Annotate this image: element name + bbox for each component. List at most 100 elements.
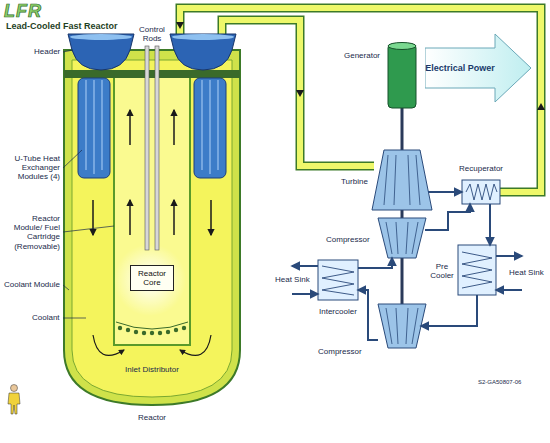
distributor-hole [158,331,162,335]
recuperator-coil [466,184,497,200]
compressor-blades [386,308,418,344]
leader-line [63,318,86,319]
flow-arrow [176,22,184,29]
compressor [378,218,426,258]
heat-sink-line [496,255,522,257]
intercooler [318,260,358,300]
compressor [378,304,426,348]
part-label: Heat Sink [275,275,310,284]
u-tube-module [194,78,226,178]
flow-arrow [129,110,131,145]
heat-sink-lines [292,256,522,294]
gas-line [489,204,491,245]
flow-arrow [93,335,124,355]
logo-text: LFR [4,2,42,20]
diagram-title: Lead-Cooled Fast Reactor [6,22,118,32]
heat-sink-line [496,289,522,291]
top-plate [64,70,240,78]
part-label: Header [34,47,60,56]
pipe-outline [222,20,374,166]
flow-arrow [180,335,211,355]
gas-loop [358,192,490,340]
distributor-hole [118,326,122,330]
cooler-coil [322,266,354,295]
leader-line [63,226,114,232]
part-label: Compressor [318,347,362,356]
tube-lines [86,80,102,174]
arrow-shape [425,34,531,102]
distributor-hole [182,326,186,330]
flow-arrow [173,200,175,235]
gas-line [358,290,378,340]
flow-arrow [210,200,212,235]
person-body [8,393,20,414]
distributor-hole [174,328,178,332]
distributor-hole [166,330,170,334]
heat-sink-line [292,265,318,267]
part-label: Turbine [341,177,368,186]
part-label: Heat Sink [509,268,544,277]
header-highlight [172,34,234,40]
coolant [72,60,232,397]
distributor-hole [126,328,130,332]
part-label: Reactor Module/ Fuel Cartridge (Removabl… [2,214,60,251]
leader-line [63,285,69,290]
drawing-number: S2-GA50807-06 [478,379,521,386]
leader-line [63,150,82,168]
leader-line [63,50,73,52]
flow-arrow [129,200,131,235]
part-label: Control Rods [134,25,170,43]
reactor-module [114,76,190,345]
compressor-blades [386,222,418,254]
distributor-hole [134,330,138,334]
pre-cooler [458,245,496,295]
header-highlight [70,34,132,40]
heat-sink-line [292,293,318,295]
node-text: Electrical Power [425,48,495,88]
gas-line [421,295,477,326]
control-rod [155,46,159,250]
person-head [11,385,18,392]
u-tube-module [78,78,110,178]
tube-lines [202,80,218,174]
core-box: Reactor Core [130,265,174,291]
control-rod [145,46,149,250]
node-text: Reactor Core [133,269,171,287]
pipe [222,20,374,166]
part-label: Coolant Module [2,280,60,289]
power-arrow: Electrical Power [425,33,532,103]
distributor-hole [150,331,154,335]
flow-arrow [92,200,94,235]
turbine [372,150,432,210]
part-label: U-Tube Heat Exchanger Modules (4) [2,154,60,182]
part-label: Inlet Distributor [122,365,182,374]
header [170,34,236,70]
flow-arrow [173,110,175,145]
reactor-vessel [64,50,240,405]
part-label: Pre Cooler [428,262,456,280]
gas-line [358,258,392,268]
core-glow [114,244,186,316]
part-label: Recuperator [459,164,503,173]
inlet-distributor [118,326,186,335]
generator-top [388,43,416,50]
turbine-blades [384,155,420,205]
part-label: Coolant [32,313,60,322]
part-label: Generator [344,51,380,60]
person-figure [8,385,20,415]
flow-arrow [537,103,545,110]
recuperator [462,180,500,204]
gas-line [425,204,470,230]
distributor-plate [116,322,188,329]
part-label: Intercooler [319,307,357,316]
generator [388,44,416,108]
flow-arrow [296,90,304,97]
part-label: Compressor [326,235,370,244]
header [68,34,134,70]
gas-line [428,191,462,193]
leader-lines [63,50,114,318]
cooler-coil [462,252,492,288]
distributor-hole [142,331,146,335]
part-label: Reactor [138,413,166,422]
